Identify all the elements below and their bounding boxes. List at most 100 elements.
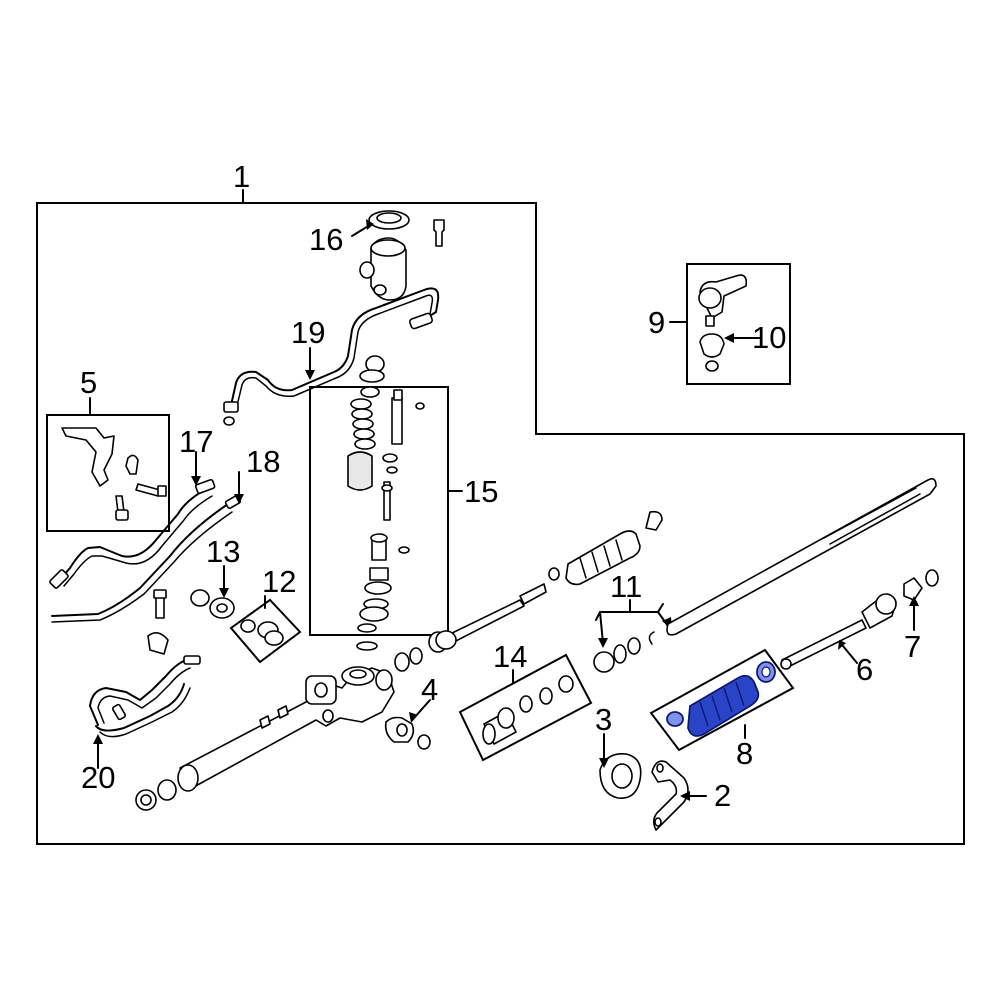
- fitting-20-mid: [111, 703, 127, 721]
- pinion-tower-inner: [349, 669, 367, 679]
- outer-tie-rod-end-ball: [698, 287, 722, 309]
- mount-bushing-3-hole: [611, 763, 633, 789]
- pressure-line-19-inner: [235, 294, 434, 411]
- inner-tie-rod-6-ball: [875, 593, 897, 615]
- callout-2: 2: [714, 778, 731, 813]
- return-line-17-inner: [63, 495, 213, 587]
- seal-14d: [558, 675, 574, 693]
- callout-18: 18: [246, 444, 280, 479]
- pinion-shaft-top: [370, 533, 388, 543]
- mount-clamp-2-hole-top: [656, 763, 664, 773]
- outer-tie-rod-stud: [705, 315, 715, 327]
- callout-11: 11: [610, 569, 642, 604]
- tie-rod-nut-left: [548, 567, 560, 581]
- seal-14a: [497, 707, 515, 729]
- rack-housing-end: [177, 764, 199, 792]
- callout-16: 16: [309, 222, 343, 257]
- leader-11: [595, 599, 664, 621]
- valve-housing-port: [359, 261, 375, 279]
- housing-end-cap: [157, 779, 177, 801]
- valve-kit-box: [309, 386, 449, 636]
- bracket-kit-box: [46, 414, 170, 532]
- boot-left-ribs: [579, 539, 623, 579]
- callout-1: 1: [233, 159, 250, 194]
- hose-20-lower: [95, 683, 185, 732]
- inner-tie-rod-left-end: [519, 583, 547, 605]
- pinion-bearing: [364, 581, 392, 595]
- inner-tie-rod-6-tip: [780, 658, 792, 670]
- rack-bushing-14-end: [482, 723, 496, 745]
- return-line-17: [57, 487, 209, 583]
- rack-seal-a: [375, 669, 393, 691]
- rack-housing-mount-hole: [314, 682, 328, 698]
- hose-20-inner: [97, 667, 191, 724]
- callout-10: 10: [752, 320, 786, 355]
- callout-7: 7: [904, 629, 921, 664]
- callout-14: 14: [493, 639, 527, 674]
- valve-small-ring-b: [382, 453, 398, 463]
- callout-17: 17: [179, 424, 213, 459]
- rack-housing: [179, 667, 395, 789]
- rack-clip-11: [648, 631, 655, 645]
- rack-housing-port2: [277, 705, 289, 719]
- callout-20: 20: [81, 760, 115, 795]
- callout-5: 5: [80, 365, 97, 400]
- mount-clamp: [125, 454, 139, 475]
- clamp-bolt: [155, 595, 165, 619]
- return-line-18-inner: [51, 511, 233, 623]
- valve-housing-port2: [373, 284, 387, 296]
- rack-seal-11a: [593, 651, 615, 673]
- pinion-washer: [357, 623, 377, 633]
- clamp-bolt-head: [153, 589, 167, 599]
- valve-washer: [359, 369, 385, 383]
- callout-8: 8: [736, 736, 753, 771]
- fitting-19: [223, 401, 239, 413]
- callout-9: 9: [648, 305, 665, 340]
- valve-small-ring-a: [415, 402, 425, 410]
- arrow-11a: [599, 611, 604, 644]
- kit12-seal-c: [264, 630, 284, 646]
- mount-washer-4: [417, 734, 431, 750]
- callout-19: 19: [291, 315, 325, 350]
- fitting-20-top: [183, 655, 201, 665]
- boot-left-clamp: [645, 510, 663, 531]
- seal-13b-inner: [216, 603, 228, 613]
- rack-seal-11c: [627, 637, 641, 655]
- hose-20-lower-inner: [99, 687, 191, 738]
- callout-3: 3: [595, 702, 612, 737]
- seal-kit-box-12: [229, 598, 302, 664]
- tie-rod-end-box: [686, 263, 791, 385]
- return-line-18: [51, 503, 229, 617]
- rack-seal-b: [394, 652, 410, 672]
- torsion-bar-ring: [381, 484, 393, 492]
- rack-seal-c: [409, 647, 423, 665]
- tie-rod-nut-10: [705, 360, 719, 372]
- leaders: [93, 219, 919, 801]
- boot-clamp-large-inner: [761, 666, 771, 678]
- mount-bushing-4-hole: [396, 723, 408, 737]
- lock-ring-7: [925, 569, 939, 587]
- valve-small-ring-c: [386, 466, 398, 474]
- mount-clamp-2: [651, 760, 689, 831]
- callout-13: 13: [206, 534, 240, 569]
- housing-bolt: [433, 219, 445, 247]
- fitting-19-nut: [223, 416, 235, 426]
- rack-bar: [666, 478, 937, 636]
- valve-oring: [360, 386, 380, 398]
- inner-tie-rod-left: [445, 599, 525, 645]
- hose-20: [89, 659, 187, 726]
- assembly-outline: [36, 202, 965, 845]
- valve-seal-stack: [350, 398, 376, 450]
- lock-plate-7: [903, 577, 923, 601]
- seal-13a: [190, 589, 210, 607]
- boot-clamp-small: [666, 711, 684, 727]
- valve-spool: [391, 397, 403, 445]
- mount-bolt-b-head: [115, 509, 129, 521]
- callout-12: 12: [262, 564, 296, 599]
- steering-boot-ribs: [699, 681, 745, 727]
- boot-kit-8: [666, 661, 776, 737]
- callout-4: 4: [421, 672, 438, 707]
- pressure-line-19: [229, 287, 440, 411]
- valve-sleeve: [347, 451, 373, 491]
